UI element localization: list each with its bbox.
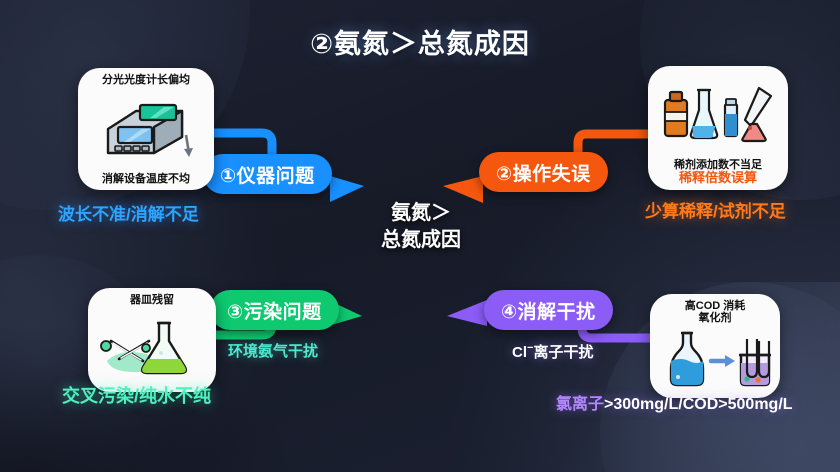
reagent-bottles-icon: [654, 72, 782, 159]
center-node-line1: 氨氮＞: [391, 202, 451, 224]
branch-1-pill-label: ①仪器问题: [220, 165, 315, 187]
branch-1-card-top-text: 分光光度计长偏均: [102, 74, 190, 86]
branch-1-caption: 波长不准/消解不足: [58, 205, 199, 224]
branch-4-caption-highlight: 氯离子: [556, 396, 605, 413]
branch-1-card[interactable]: 分光光度计长偏均 消解设备温度不均: [78, 68, 214, 190]
branch-4-caption-rest: >300mg/L/COD>500mg/L: [604, 396, 793, 413]
branch-4-card-top-line2: 氧化剂: [698, 312, 732, 325]
branch-2-caption: 少算稀释/试剂不足: [645, 202, 786, 221]
branch-4-card-top-text: 高COD 消耗 氧化剂: [685, 300, 746, 324]
branch-3-pill-label: ③污染问题: [227, 301, 322, 323]
center-node: 氨氮＞ 总氮成因: [352, 200, 490, 254]
branch-4-tail: [447, 300, 487, 326]
branch-4-pill[interactable]: ④消解干扰: [484, 290, 613, 330]
flask-residue-icon: [94, 306, 210, 387]
branch-3-sub-label: 环境氨气干扰: [228, 343, 319, 360]
branch-1-pill[interactable]: ①仪器问题: [203, 154, 332, 194]
branch-4-sub-prefix: Cl: [512, 344, 527, 361]
cod-oxidant-icon: [656, 324, 774, 393]
branch-4-sub-superscript: −: [527, 342, 534, 354]
branch-2-card-bottom-text: 稀释倍数误算: [678, 169, 757, 185]
branch-3-pill[interactable]: ③污染问题: [210, 290, 339, 330]
spectrophotometer-icon: [84, 86, 208, 173]
branch-4-card-top-line1: 高COD 消耗: [684, 300, 746, 312]
branch-4-card[interactable]: 高COD 消耗 氧化剂: [650, 294, 780, 398]
branch-3-card[interactable]: 器皿残留: [88, 288, 216, 392]
branch-3-card-top-text: 器皿残留: [130, 294, 174, 306]
branch-1-tail: [330, 176, 364, 202]
branch-2-pill[interactable]: ②操作失误: [479, 152, 608, 192]
branch-4-sub-rest: 离子干扰: [533, 344, 594, 361]
branch-3-caption: 交叉污染/纯水不纯: [62, 386, 212, 406]
branch-2-pill-label: ②操作失误: [496, 163, 591, 185]
branch-2-card[interactable]: 稀剂添加数不当足 稀释倍数误算: [648, 66, 788, 190]
branch-4-pill-label: ④消解干扰: [501, 301, 596, 323]
branch-2-tail: [443, 176, 483, 203]
page-title: ②氨氮＞总氮成因: [310, 29, 530, 59]
branch-4-sub-label: Cl−离子干扰: [512, 341, 593, 362]
branch-4-caption: 氯离子>300mg/L/COD>500mg/L: [556, 390, 793, 414]
branch-1-card-bottom-text: 消解设备温度不均: [102, 172, 190, 185]
center-node-line2: 总氮成因: [381, 229, 461, 251]
branch-2-card-top-text: 稀剂添加数不当足: [674, 158, 762, 171]
